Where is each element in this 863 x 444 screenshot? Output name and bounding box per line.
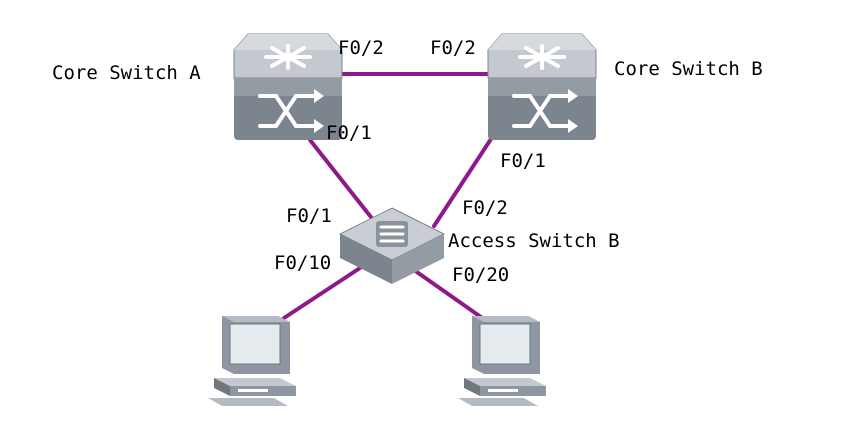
pc-right[interactable] bbox=[457, 315, 547, 407]
port-label-access-f0-1: F0/1 bbox=[286, 205, 332, 227]
port-label-core-b-f0-2: F0/2 bbox=[430, 37, 476, 59]
link-access-pc-left bbox=[282, 266, 362, 320]
port-label-access-f0-20: F0/20 bbox=[452, 264, 509, 286]
port-label-core-b-f0-1: F0/1 bbox=[500, 150, 546, 172]
port-label-core-a-f0-2: F0/2 bbox=[338, 37, 384, 59]
link-core-a-access bbox=[308, 138, 380, 228]
port-label-access-f0-10: F0/10 bbox=[274, 252, 331, 274]
access-switch-b-label: Access Switch B bbox=[448, 230, 620, 252]
core-switch-icon bbox=[486, 32, 598, 142]
port-label-core-a-f0-1: F0/1 bbox=[326, 122, 372, 144]
link-access-pc-right bbox=[412, 268, 490, 324]
pc-left[interactable] bbox=[207, 315, 297, 407]
core-switch-b-label: Core Switch B bbox=[614, 58, 763, 80]
core-switch-a-label: Core Switch A bbox=[52, 62, 201, 84]
pc-icon bbox=[207, 315, 297, 407]
core-switch-b[interactable] bbox=[486, 32, 598, 142]
port-label-access-f0-2: F0/2 bbox=[462, 197, 508, 219]
pc-icon bbox=[457, 315, 547, 407]
